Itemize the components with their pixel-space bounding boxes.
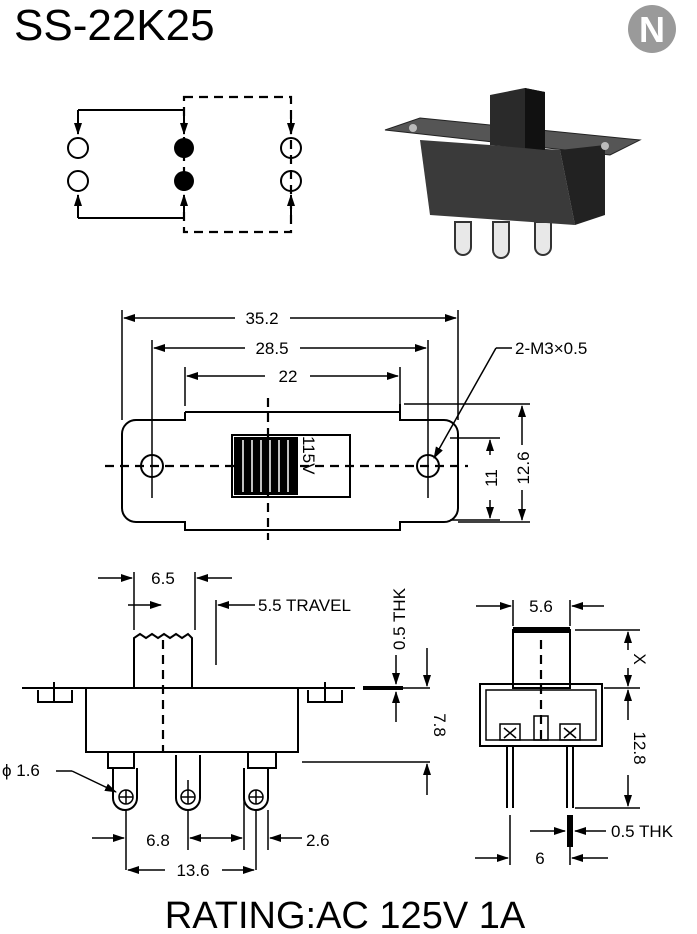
dim-overall-length: 35.2 [245, 309, 278, 328]
dim-pin-spacing: 6 [535, 849, 544, 868]
dim-pin-thickness: 0.5 THK [611, 822, 674, 841]
dim-hole-pitch: 28.5 [255, 339, 288, 358]
brand-logo: N [628, 5, 676, 53]
front-view: 6.5 5.5 TRAVEL 0.5 THK 7.8 ϕ 1.6 6.8 2.6… [2, 569, 449, 880]
dim-pin-hole: ϕ 1.6 [2, 761, 40, 780]
top-view: 115V 35.2 28.5 22 2-M3×0.5 11 12.6 [105, 309, 587, 540]
dim-plate-width: 12.6 [514, 451, 533, 484]
circuit-schematic [67, 95, 302, 234]
actuator-knob [234, 437, 298, 495]
dim-mount-holes: 2-M3×0.5 [515, 339, 587, 358]
dim-side-actuator-height: X [630, 653, 649, 664]
switch-product-image [384, 88, 642, 259]
dim-actuator-width: 6.5 [151, 569, 175, 588]
actuator-voltage-label: 115V [299, 436, 318, 475]
part-number-title: SS-22K25 [14, 1, 215, 50]
dim-plate-thickness: 0.5 THK [390, 587, 409, 650]
svg-text:N: N [639, 9, 665, 50]
dim-side-height: 12.8 [630, 731, 649, 764]
dim-body-height: 7.8 [430, 713, 449, 737]
dim-pin-span: 13.6 [176, 861, 209, 880]
side-view: 5.6 X 12.8 0.5 THK 6 [475, 597, 674, 868]
dim-travel: 5.5 TRAVEL [258, 596, 351, 615]
dim-side-actuator-width: 5.6 [529, 597, 553, 616]
dim-body-length: 22 [279, 367, 298, 386]
rating-label: RATING:AC 125V 1A [165, 895, 526, 934]
dim-pin-width: 2.6 [306, 831, 330, 850]
dim-body-width: 11 [482, 469, 501, 487]
dim-pin-pitch: 6.8 [146, 831, 170, 850]
